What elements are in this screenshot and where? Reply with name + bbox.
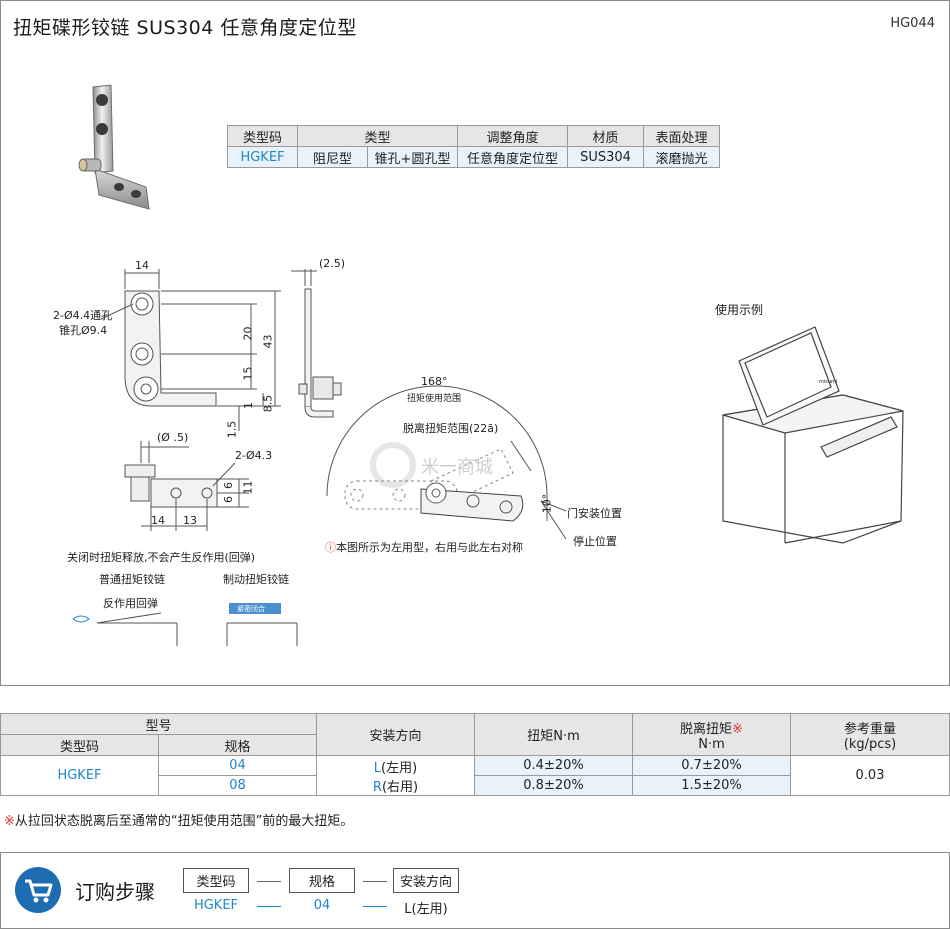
release-range-label: 脱离扭矩范围(22ã) bbox=[403, 422, 499, 435]
spec-04: 04 bbox=[158, 755, 317, 776]
dim-20: 20 bbox=[241, 326, 255, 341]
value-connector bbox=[257, 906, 281, 907]
type-header: 类型 bbox=[297, 125, 458, 147]
hinge-photo bbox=[78, 84, 150, 210]
close-tag-badge bbox=[229, 603, 281, 614]
dim-diameter-5: (Ø .5) bbox=[157, 431, 189, 444]
order-steps-panel: 订购步骤 类型码 规格 安装方向 HGKEF 04 L(左用) bbox=[0, 852, 950, 929]
spec-table: 型号 安装方向 扭矩N·m 脱离扭矩※ N·m 参考重量(kg/pcs) 类型码… bbox=[0, 713, 950, 796]
value-direction: L(左用) bbox=[404, 902, 448, 917]
dim-6b: 6 bbox=[222, 496, 235, 503]
product-mark: misumi bbox=[819, 379, 838, 385]
rotation-diagram bbox=[326, 385, 567, 540]
hole-type-cell: 锥孔+圆孔型 bbox=[367, 146, 458, 168]
hole-spec-bottom: 2-Ø4.3 bbox=[235, 449, 273, 462]
stop-position-label: 停止位置 bbox=[573, 535, 617, 548]
spec-header: 规格 bbox=[158, 734, 317, 756]
release-header: 脱离扭矩※ N·m bbox=[632, 713, 791, 756]
step-connector bbox=[257, 881, 281, 882]
watermark-logo bbox=[370, 442, 416, 488]
angle-168: 168° bbox=[421, 375, 448, 388]
torque-04: 0.4±20% bbox=[474, 755, 633, 776]
value-spec: 04 bbox=[313, 898, 331, 913]
type-code-header: 类型码 bbox=[0, 734, 159, 756]
info-icon: ⓘ bbox=[325, 541, 336, 554]
step-direction: 安装方向 bbox=[393, 868, 459, 893]
torque-range-label: 扭矩使用范围 bbox=[407, 394, 462, 404]
direction-header: 安装方向 bbox=[316, 713, 475, 756]
weight-value: 0.03 bbox=[790, 755, 950, 796]
hole-spec-countersink: 锥孔Ø9.4 bbox=[59, 324, 108, 337]
watermark-text: 米一商城 bbox=[421, 457, 493, 478]
finish-header: 表面处理 bbox=[643, 125, 720, 147]
release-08: 1.5±20% bbox=[632, 775, 791, 796]
type-code-header: 类型码 bbox=[227, 125, 298, 147]
spec-08: 08 bbox=[158, 775, 317, 796]
brake-hinge-label: 制动扭矩铰链 bbox=[223, 573, 289, 586]
product-code: HG044 bbox=[890, 16, 935, 31]
reaction-label: 反作用回弹 bbox=[103, 597, 158, 610]
release-04: 0.7±20% bbox=[632, 755, 791, 776]
left-type-note: ⓘ本图所示为左用型，右用与此左右对称 bbox=[325, 541, 523, 554]
cart-icon bbox=[15, 867, 61, 913]
model-header: 型号 bbox=[0, 713, 317, 735]
torque-08: 0.8±20% bbox=[474, 775, 633, 796]
direction-values: L(左用) R(右用) bbox=[316, 755, 475, 796]
angle-cell: 任意角度定位型 bbox=[457, 146, 568, 168]
type-code-cell: HGKEF bbox=[227, 146, 298, 168]
value-connector bbox=[363, 906, 387, 907]
door-position-label: 门安装位置 bbox=[567, 507, 622, 520]
hole-spec-through: 2-Ø4.4通孔 bbox=[53, 309, 113, 322]
dim-1-5: 1.5 bbox=[225, 420, 239, 439]
dim-6a: 6 bbox=[222, 482, 235, 489]
order-title: 订购步骤 bbox=[75, 880, 155, 904]
dim-43: 43 bbox=[261, 334, 275, 349]
dim-14-top: 14 bbox=[135, 259, 149, 272]
material-cell: SUS304 bbox=[567, 146, 644, 168]
dim-15: 15 bbox=[241, 366, 255, 381]
dim-11: 11 bbox=[241, 480, 255, 495]
material-header: 材质 bbox=[567, 125, 644, 147]
dim-14-bottom: 14 bbox=[151, 514, 165, 527]
angle-10: 10° bbox=[540, 493, 554, 514]
weight-header: 参考重量(kg/pcs) bbox=[790, 713, 950, 756]
bottom-view-drawing bbox=[124, 441, 249, 531]
product-illustrations bbox=[72, 84, 904, 646]
feature-title: 关闭时扭矩释放,不会产生反作用(回弹) bbox=[67, 551, 256, 564]
front-view-drawing bbox=[100, 269, 281, 431]
normal-hinge-label: 普通扭矩铰链 bbox=[99, 573, 165, 586]
finish-cell: 滚磨抛光 bbox=[643, 146, 720, 168]
dim-2-5: (2.5) bbox=[319, 257, 346, 270]
angle-header: 调整角度 bbox=[457, 125, 568, 147]
dim-8-5: 8.5 bbox=[261, 394, 275, 413]
type-table: 类型码 类型 调整角度 材质 表面处理 HGKEF 阻尼型 锥孔+圆孔型 任意角… bbox=[227, 125, 720, 168]
side-view-drawing bbox=[291, 269, 342, 418]
close-tag-label: 紧密闭合 bbox=[237, 605, 265, 613]
dim-1: 1 bbox=[242, 402, 255, 409]
behaviour-sketches bbox=[72, 612, 298, 646]
value-type-code: HGKEF bbox=[193, 898, 239, 913]
step-type-code: 类型码 bbox=[183, 868, 249, 893]
type-code-value: HGKEF bbox=[0, 755, 159, 796]
product-panel: 扭矩碟形铰链 SUS304 任意角度定位型 HG044 bbox=[0, 0, 950, 686]
usage-example-illustration bbox=[722, 326, 904, 544]
release-torque-note: ※从拉回状态脱离后至通常的“扭矩使用范围”前的最大扭矩。 bbox=[4, 814, 354, 829]
step-connector bbox=[363, 881, 387, 882]
torque-header: 扭矩N·m bbox=[474, 713, 633, 756]
dim-13: 13 bbox=[183, 514, 197, 527]
damper-type-cell: 阻尼型 bbox=[297, 146, 368, 168]
step-spec: 规格 bbox=[289, 868, 355, 893]
page-title: 扭矩碟形铰链 SUS304 任意角度定位型 bbox=[13, 17, 357, 39]
usage-example-label: 使用示例 bbox=[715, 303, 764, 317]
